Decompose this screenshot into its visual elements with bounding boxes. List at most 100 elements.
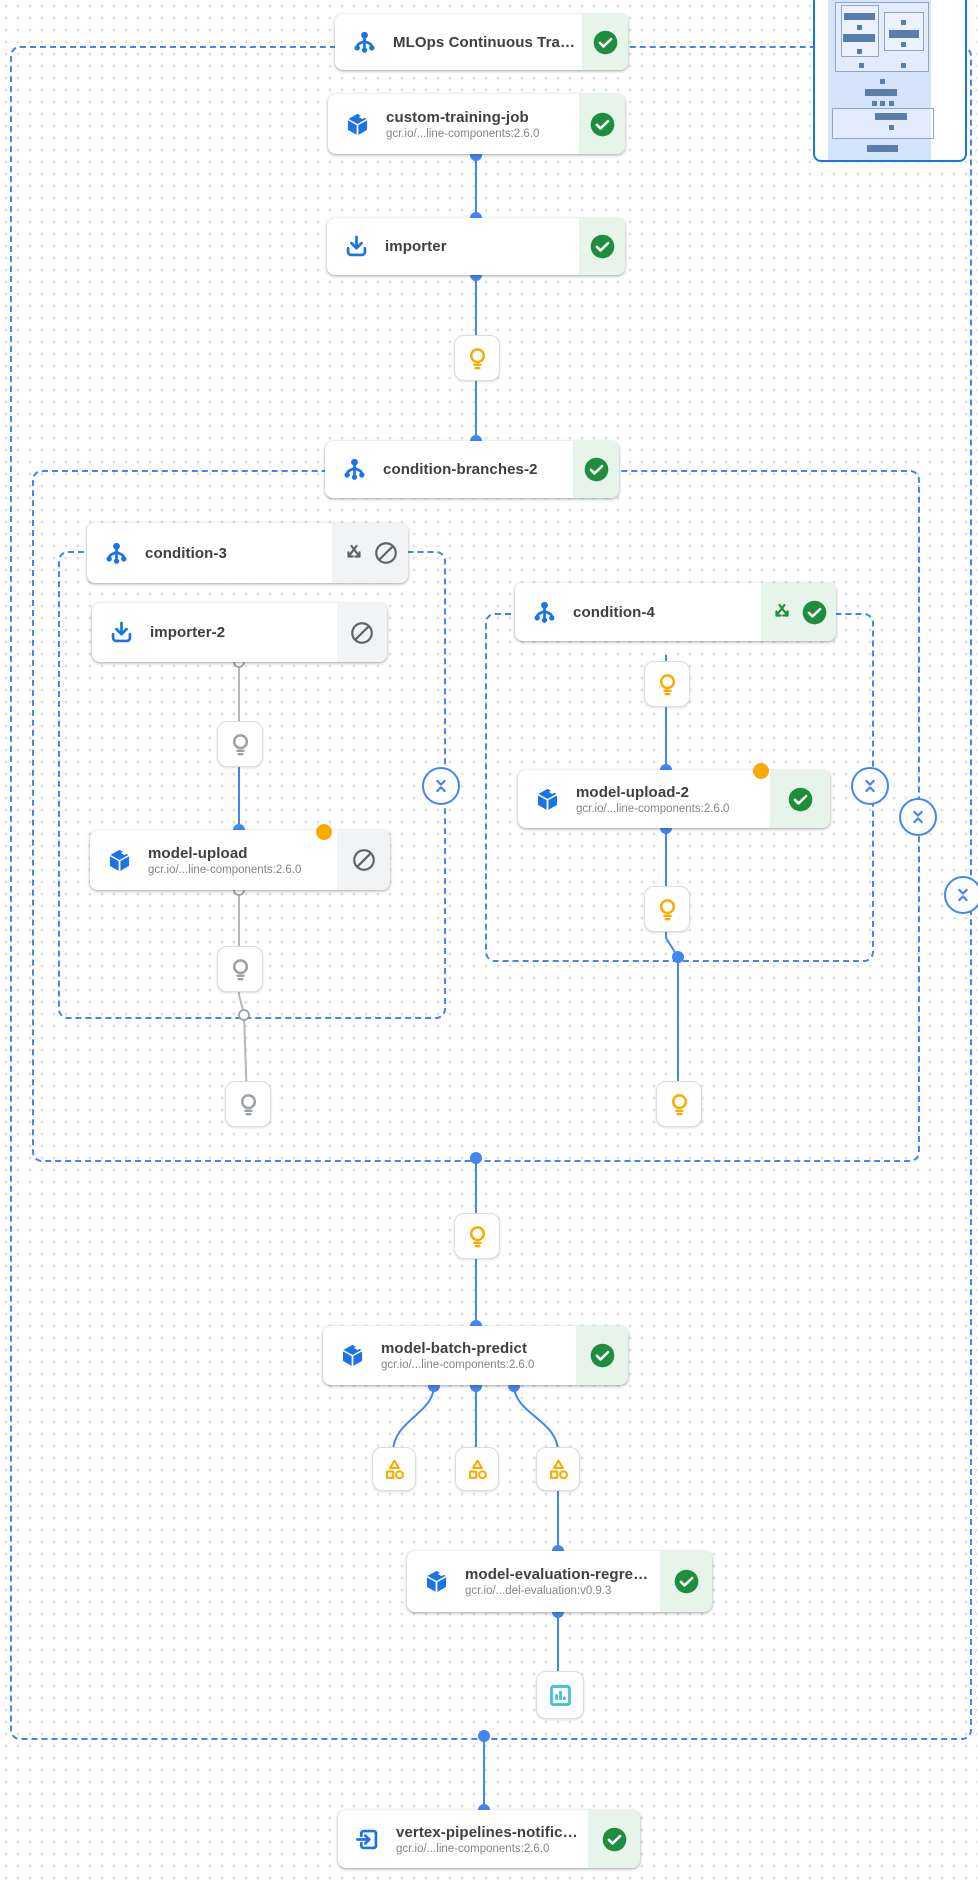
branch-split-icon [774, 603, 789, 617]
shapes-artifact-icon [468, 1459, 487, 1479]
pipeline-node-model-batch-predict[interactable]: model-batch-predict gcr.io/...line-compo… [323, 1326, 628, 1385]
node-status [588, 1810, 640, 1868]
artifact-lightbulb-skipped[interactable] [225, 1081, 271, 1127]
artifact-lightbulb[interactable] [644, 886, 690, 932]
node-status [770, 770, 830, 828]
check-icon [674, 1569, 698, 1594]
node-subtitle: gcr.io/...line-components:2.6.0 [148, 863, 302, 876]
check-icon [590, 1343, 614, 1368]
artifact-shapes[interactable] [372, 1447, 416, 1491]
collapse-icon [913, 810, 923, 824]
node-status [579, 94, 625, 154]
node-title: custom-training-job [386, 108, 529, 126]
node-title: importer-2 [150, 624, 226, 641]
dag-icon [87, 540, 145, 567]
node-subtitle: gcr.io/...line-components:2.6.0 [396, 1842, 550, 1855]
node-subtitle: gcr.io/...line-components:2.6.0 [381, 1359, 535, 1371]
node-title: condition-branches-2 [383, 461, 538, 478]
component-cube-icon [90, 847, 148, 874]
lightbulb-icon [671, 1093, 687, 1115]
minimap-viewport[interactable] [828, 0, 931, 160]
check-icon [788, 787, 812, 811]
artifact-lightbulb[interactable] [454, 1213, 500, 1259]
lightbulb-icon [232, 733, 248, 755]
check-icon [802, 600, 826, 624]
collapse-icon [958, 888, 968, 902]
check-icon [590, 234, 614, 259]
node-title: model-upload-2 [576, 783, 690, 801]
pipeline-node-condition-4[interactable]: condition-4 [515, 583, 836, 641]
artifact-lightbulb[interactable] [656, 1081, 702, 1127]
artifact-lightbulb-skipped[interactable] [217, 946, 263, 992]
node-subtitle: gcr.io/...line-components:2.6.0 [386, 127, 540, 140]
lightbulb-icon [469, 1225, 485, 1247]
node-subtitle: gcr.io/...line-components:2.6.0 [576, 802, 730, 815]
minimap[interactable] [813, 0, 967, 162]
lightbulb-icon [469, 347, 485, 369]
check-icon [590, 112, 614, 136]
pipeline-node-importer[interactable]: importer [327, 218, 625, 275]
collapse-condition-4-button[interactable] [851, 767, 889, 805]
shapes-artifact-icon [385, 1459, 404, 1479]
shapes-artifact-icon [549, 1459, 568, 1479]
node-status [337, 830, 390, 890]
pipeline-node-custom-training-job[interactable]: custom-training-job gcr.io/...line-compo… [328, 94, 625, 154]
component-cube-icon [518, 786, 576, 813]
node-status [761, 583, 836, 641]
collapse-icon [865, 779, 875, 793]
branch-split-icon [346, 544, 361, 558]
lightbulb-icon [240, 1093, 256, 1115]
node-title: condition-4 [573, 603, 655, 621]
blocked-icon [374, 542, 397, 564]
dag-icon [325, 456, 383, 483]
lightbulb-icon [232, 958, 248, 980]
collapse-condition-branches-2-button[interactable] [899, 798, 937, 836]
node-title: vertex-pipelines-notificat... [396, 1823, 582, 1841]
lightbulb-icon [659, 898, 675, 920]
blocked-icon [351, 621, 373, 644]
check-icon [593, 30, 617, 54]
collapse-pipeline-button[interactable] [944, 876, 978, 914]
pipeline-node-model-upload-2[interactable]: model-upload-2 gcr.io/...line-components… [518, 770, 830, 828]
pipeline-node-condition-branches-2[interactable]: condition-branches-2 [325, 441, 619, 498]
pipeline-node-condition-3[interactable]: condition-3 [87, 523, 408, 583]
pipeline-node-mlops[interactable]: MLOps Continuous Traini... [335, 14, 628, 70]
node-title: model-batch-predict [381, 1340, 528, 1357]
warning-dot [753, 763, 769, 779]
artifact-metrics[interactable] [536, 1671, 584, 1719]
import-download-icon [92, 619, 150, 646]
artifact-lightbulb[interactable] [644, 661, 690, 707]
node-title: model-upload [148, 844, 248, 862]
node-status [579, 218, 625, 275]
node-title: model-evaluation-regres... [465, 1566, 654, 1583]
component-cube-icon [323, 1342, 381, 1369]
artifact-shapes[interactable] [536, 1447, 580, 1491]
node-status [582, 14, 628, 70]
node-subtitle: gcr.io/...del-evaluation:v0.9.3 [465, 1585, 612, 1597]
lightbulb-icon [659, 673, 675, 695]
check-icon [584, 457, 608, 482]
collapse-condition-3-button[interactable] [422, 767, 460, 805]
node-status [337, 603, 387, 662]
pipeline-node-importer-2[interactable]: importer-2 [92, 603, 387, 662]
node-status [660, 1551, 712, 1612]
component-cube-icon [328, 111, 386, 138]
artifact-lightbulb-skipped[interactable] [217, 721, 263, 767]
collapse-icon [436, 779, 446, 793]
pipeline-node-model-evaluation[interactable]: model-evaluation-regres... gcr.io/...del… [407, 1551, 712, 1612]
exit-icon [338, 1826, 396, 1853]
artifact-lightbulb[interactable] [454, 335, 500, 381]
node-status [332, 523, 408, 583]
node-title: importer [385, 238, 447, 255]
dag-icon [335, 29, 393, 56]
node-status [573, 441, 619, 498]
pipeline-node-vertex-notification[interactable]: vertex-pipelines-notificat... gcr.io/...… [338, 1810, 640, 1868]
node-status [576, 1326, 628, 1385]
dag-icon [515, 599, 573, 626]
node-title: condition-3 [145, 544, 227, 562]
pipeline-node-model-upload[interactable]: model-upload gcr.io/...line-components:2… [90, 830, 390, 890]
metrics-chart-icon [549, 1684, 571, 1706]
artifact-shapes[interactable] [455, 1447, 499, 1491]
import-download-icon [327, 233, 385, 260]
